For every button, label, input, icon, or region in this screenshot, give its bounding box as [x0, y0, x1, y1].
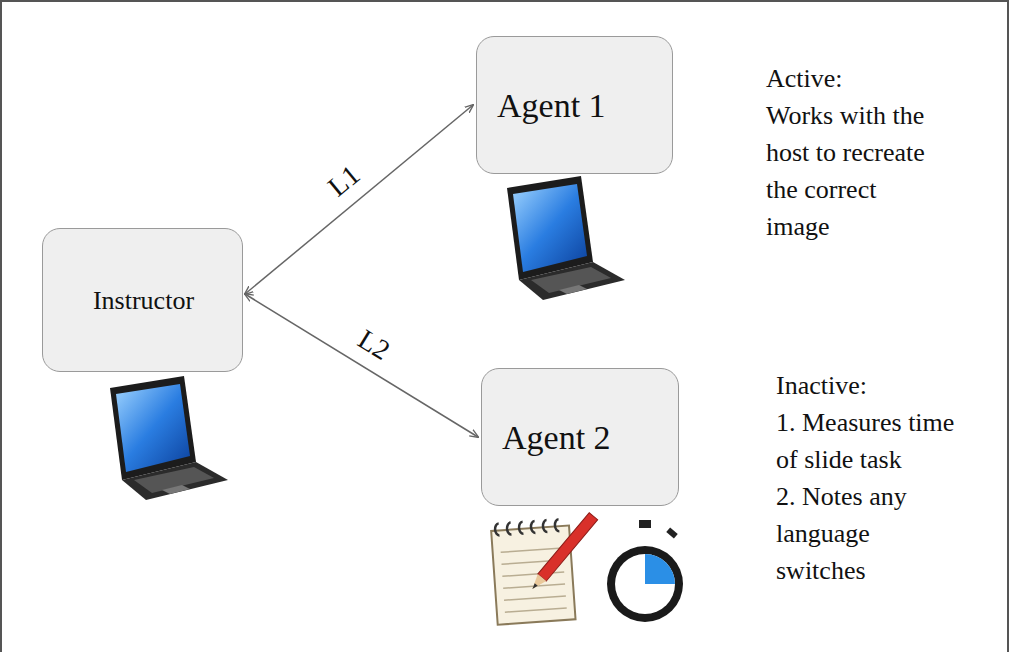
process-box: Instructor: [42, 228, 243, 372]
laptop-icon: [110, 376, 228, 500]
process-box: Agent 2: [481, 368, 679, 506]
link-arrow: [245, 294, 478, 437]
stopwatch-icon: [607, 520, 683, 622]
note-text: Works with the host to recreate the corr…: [766, 97, 941, 245]
note-text: Active:: [766, 60, 941, 97]
node-label: Agent 2: [502, 418, 611, 459]
node-label: Agent 1: [497, 86, 606, 127]
process-box: Agent 1: [476, 36, 673, 174]
laptop-icon: [507, 176, 625, 300]
link-label: L1: [321, 158, 367, 204]
link-label: L2: [351, 323, 397, 367]
note-text: 1. Measures time of slide task: [776, 404, 961, 478]
node-label: Instructor: [93, 285, 194, 316]
note-text: Inactive:: [776, 367, 961, 404]
note-text: 2. Notes any language switches: [776, 478, 961, 589]
notepad-icon: [491, 513, 598, 625]
link-arrow: [245, 105, 473, 294]
